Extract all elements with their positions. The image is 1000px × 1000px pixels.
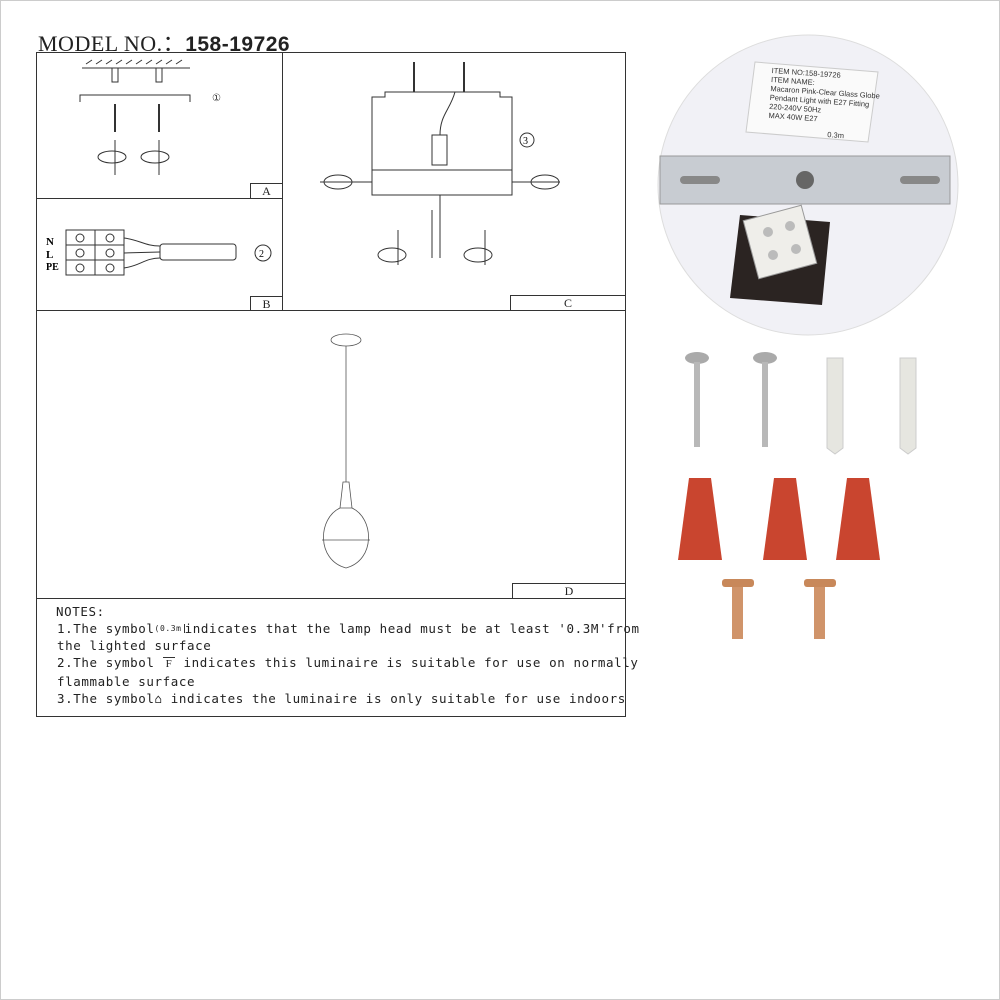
pendant-light-illustration — [322, 333, 370, 569]
model-title: MODEL NO.：158-19726 — [38, 26, 290, 58]
step-3-marker: 3 — [523, 136, 528, 147]
wall-anchor — [899, 357, 917, 455]
model-label: MODEL NO.： — [38, 31, 186, 56]
panel-a-label: A — [250, 183, 282, 198]
note-1-prefix: 1.The symbol — [57, 621, 155, 636]
panel-c-label: C — [510, 295, 625, 310]
canopy-mounting-illustration — [320, 62, 560, 265]
wire-nut — [763, 478, 807, 560]
wire-nut — [836, 478, 880, 560]
note-1-cont: the lighted surface — [57, 638, 212, 653]
wood-screw — [753, 352, 777, 447]
model-number: 158-19726 — [185, 33, 291, 56]
product-label-text: ITEM NO:158-19726 ITEM NAME: Macaron Pin… — [767, 66, 881, 142]
brass-screw — [722, 579, 754, 639]
note-2-text: indicates this luminaire is suitable for… — [183, 655, 639, 670]
brass-screw — [804, 579, 836, 639]
panel-b-label: B — [250, 296, 282, 311]
wall-anchor — [826, 357, 844, 455]
note-2-cont: flammable surface — [57, 674, 196, 689]
ceiling-fixing-illustration — [79, 59, 191, 175]
terminal-wiring-illustration — [65, 229, 272, 276]
note-2: 2.The symbol F indicates this luminaire … — [57, 654, 638, 673]
canopy-photo — [657, 34, 959, 336]
note-1-text: indicates that the lamp head must be at … — [184, 621, 640, 636]
step-1-marker: ① — [212, 93, 221, 104]
note-2-prefix: 2.The symbol — [57, 655, 155, 670]
wire-nut — [678, 478, 722, 560]
notes-heading: NOTES: — [56, 604, 105, 619]
note-3: 3.The symbol⌂ indicates the luminaire is… — [57, 690, 626, 707]
panel-d — [36, 310, 626, 599]
wire-l-label: L — [46, 249, 53, 261]
product-label-sticker — [745, 61, 879, 143]
note-3-prefix: 3.The symbol — [57, 691, 155, 706]
wire-pe-label: PE — [46, 262, 59, 273]
flammable-symbol-icon: F — [162, 657, 176, 670]
wire-n-label: N — [46, 236, 54, 248]
note-3-text: indicates the luminaire is only suitable… — [170, 691, 626, 706]
panel-d-label: D — [512, 583, 625, 598]
distance-symbol-text: 0.3m — [159, 624, 182, 633]
wood-screw — [685, 352, 709, 447]
indoor-house-icon: ⌂ — [154, 691, 163, 706]
step-2-marker: 2 — [259, 249, 264, 260]
distance-symbol-icon: (0.3m — [154, 624, 185, 633]
